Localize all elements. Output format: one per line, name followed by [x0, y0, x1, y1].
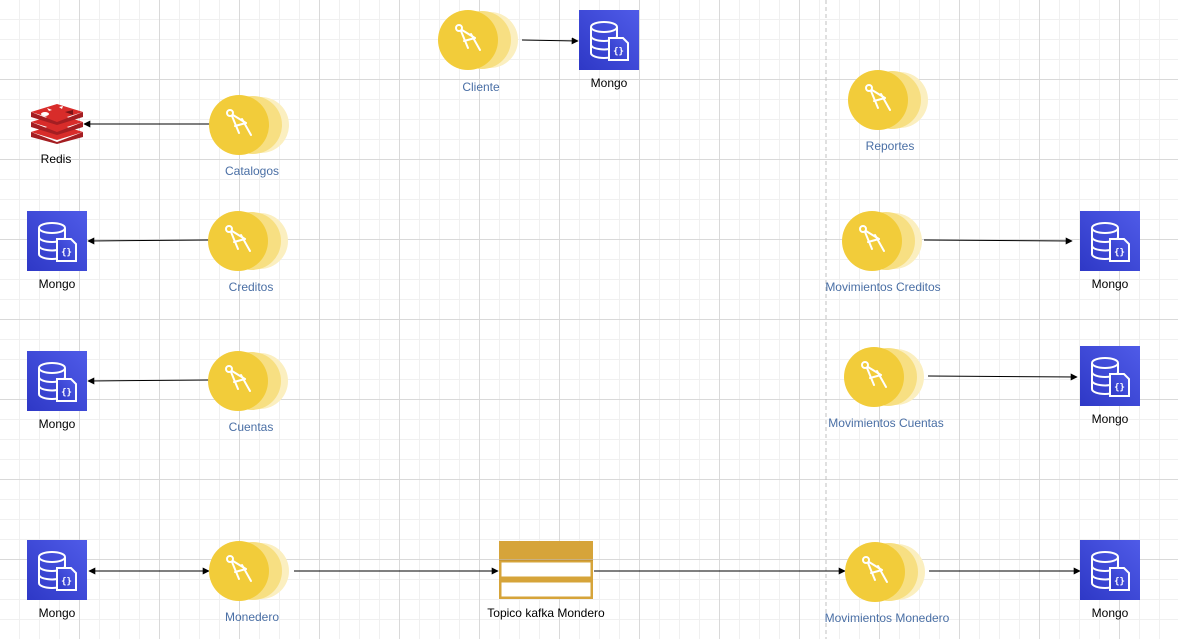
- service-icon: [845, 542, 925, 602]
- mongo-movimientos-cuentas-label: Mongo: [1091, 412, 1129, 426]
- service-movimientos-creditos[interactable]: [842, 209, 926, 273]
- service-icon: [438, 10, 518, 70]
- service-icon: [208, 351, 288, 411]
- svg-text:{}: {}: [61, 388, 72, 398]
- service-cliente-label: Cliente: [462, 80, 500, 94]
- service-movimientos-cuentas-label: Movimientos Cuentas: [828, 416, 944, 430]
- service-movimientos-monedero[interactable]: [845, 540, 929, 604]
- mongo-creditos-label: Mongo: [38, 277, 76, 291]
- svg-text:{}: {}: [1114, 248, 1125, 258]
- service-catalogos-label: Catalogos: [224, 164, 280, 178]
- mongo-db-icon: {}: [1080, 346, 1140, 406]
- service-monedero-label: Monedero: [224, 610, 280, 624]
- service-movimientos-cuentas[interactable]: [844, 345, 928, 409]
- svg-text:{}: {}: [613, 47, 624, 57]
- kafka-topic-icon: [498, 541, 594, 600]
- edge-movcuentas-mongo[interactable]: [927, 373, 1078, 381]
- service-cuentas[interactable]: [208, 349, 292, 413]
- service-icon: [844, 347, 924, 407]
- service-icon: [209, 95, 289, 155]
- mongo-cuentas-label: Mongo: [38, 417, 76, 431]
- mongo-db-icon: {}: [27, 540, 87, 600]
- edge-movcreditos-mongo[interactable]: [923, 237, 1073, 245]
- edge-cuentas-mongo[interactable]: [87, 377, 210, 385]
- service-movimientos-monedero-label: Movimientos Monedero: [824, 611, 950, 625]
- mongo-db-icon: {}: [579, 10, 639, 70]
- mongo-monedero-label: Mongo: [38, 606, 76, 620]
- svg-text:{}: {}: [1114, 383, 1125, 393]
- mongo-db-icon: {}: [27, 351, 87, 411]
- edge-cliente-mongo[interactable]: [521, 37, 579, 45]
- svg-text:{}: {}: [1114, 577, 1125, 587]
- kafka-topic-label: Topico kafka Mondero: [487, 606, 605, 620]
- kafka-topic[interactable]: [498, 541, 594, 600]
- mongo-cuentas[interactable]: {}: [27, 351, 87, 411]
- edge-creditos-mongo[interactable]: [87, 237, 210, 245]
- mongo-cliente[interactable]: {}: [579, 10, 639, 70]
- mongo-movimientos-creditos[interactable]: {}: [1080, 211, 1140, 271]
- mongo-movimientos-monedero-label: Mongo: [1091, 606, 1129, 620]
- service-cliente[interactable]: [438, 8, 522, 72]
- service-icon: [209, 541, 289, 601]
- service-icon: [848, 70, 928, 130]
- mongo-movimientos-creditos-label: Mongo: [1091, 277, 1129, 291]
- mongo-creditos[interactable]: {}: [27, 211, 87, 271]
- service-catalogos[interactable]: [209, 93, 293, 157]
- redis-label: Redis: [40, 152, 72, 166]
- service-creditos-label: Creditos: [228, 280, 274, 294]
- service-icon: [208, 211, 288, 271]
- mongo-db-icon: {}: [27, 211, 87, 271]
- service-reportes-label: Reportes: [865, 139, 915, 153]
- service-movimientos-creditos-label: Movimientos Creditos: [825, 280, 941, 294]
- service-creditos[interactable]: [208, 209, 292, 273]
- service-reportes[interactable]: [848, 68, 932, 132]
- service-monedero[interactable]: [209, 539, 293, 603]
- svg-text:{}: {}: [61, 248, 72, 258]
- mongo-movimientos-monedero[interactable]: {}: [1080, 540, 1140, 600]
- svg-text:{}: {}: [61, 577, 72, 587]
- redis-icon: [31, 104, 83, 144]
- service-cuentas-label: Cuentas: [228, 420, 274, 434]
- mongo-db-icon: {}: [1080, 540, 1140, 600]
- mongo-movimientos-cuentas[interactable]: {}: [1080, 346, 1140, 406]
- mongo-cliente-label: Mongo: [590, 76, 628, 90]
- mongo-monedero[interactable]: {}: [27, 540, 87, 600]
- mongo-db-icon: {}: [1080, 211, 1140, 271]
- redis-store[interactable]: [29, 102, 85, 144]
- service-icon: [842, 211, 922, 271]
